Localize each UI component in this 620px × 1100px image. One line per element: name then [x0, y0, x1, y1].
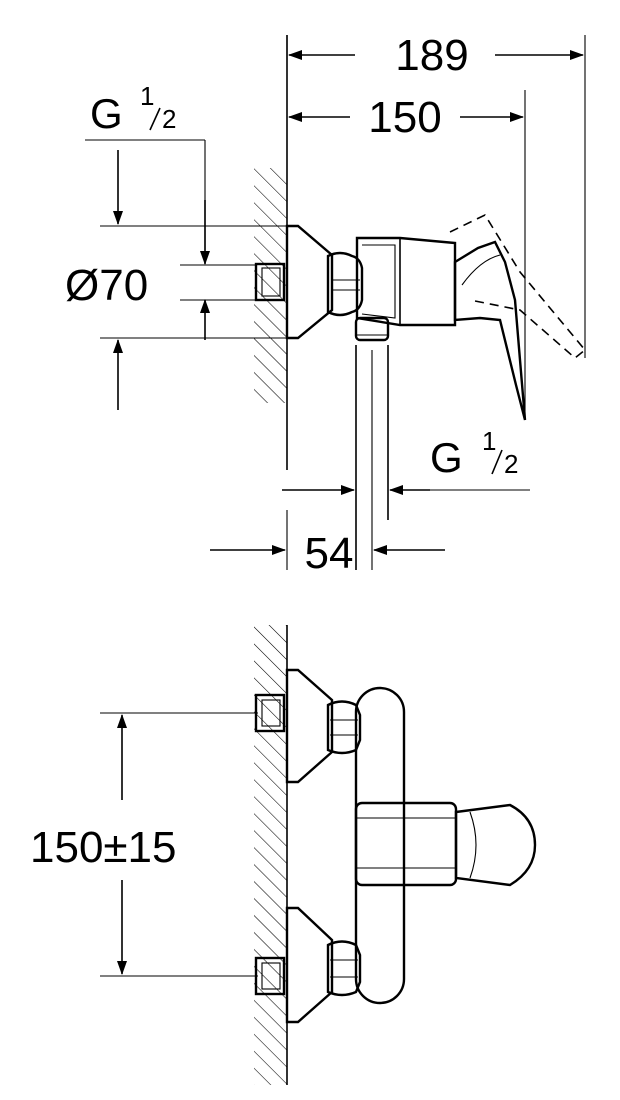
inlet-thread-letter: G	[90, 90, 123, 137]
dim-handle-depth: 150	[368, 93, 441, 142]
inlet-nipple	[254, 262, 286, 302]
wall-hatch-front	[254, 625, 287, 1085]
lower-nipple-inner	[261, 962, 281, 990]
dim-outlet-offset: 54	[305, 529, 354, 578]
lever-handle-open	[449, 213, 587, 360]
inlet-nipple-inner	[261, 267, 281, 297]
dim-total-depth: 189	[395, 31, 468, 80]
fraction-slash	[149, 107, 161, 131]
mixer-body-inner	[361, 244, 396, 319]
outlet-thread-letter: G	[430, 434, 463, 481]
outlet-thread-den: 2	[504, 449, 518, 479]
dim-rosette-diameter: Ø70	[65, 261, 148, 310]
lever-handle-front	[454, 803, 537, 887]
front-view: 150±15	[30, 625, 537, 1085]
wall-hatch-top	[254, 168, 287, 403]
lower-hex-nut	[326, 940, 362, 997]
fraction-slash	[491, 449, 503, 475]
mixer-body-front	[354, 686, 406, 1005]
top-view: 189 150 G 1 2 Ø70	[65, 31, 587, 578]
lower-rosette	[285, 906, 334, 1024]
inlet-thread-den: 2	[162, 104, 176, 134]
hex-nut	[326, 251, 364, 317]
inlet-thread-label: G 1 2	[90, 81, 176, 137]
outlet-thread-label: G 1 2	[430, 426, 518, 481]
lever-handle-front-edge	[469, 811, 477, 879]
outlet-thread-num: 1	[482, 426, 496, 456]
central-block	[354, 801, 458, 887]
upper-hex-nut	[326, 700, 362, 755]
mixer-body	[355, 236, 457, 327]
outlet-nut	[354, 316, 390, 342]
upper-rosette	[285, 668, 334, 784]
lever-handle	[453, 240, 527, 421]
rosette-cone	[285, 224, 334, 340]
dim-inlet-centers: 150±15	[30, 823, 177, 872]
upper-nipple-inner	[261, 699, 281, 727]
inlet-thread-num: 1	[140, 81, 154, 111]
lever-handle-edge	[461, 254, 501, 286]
